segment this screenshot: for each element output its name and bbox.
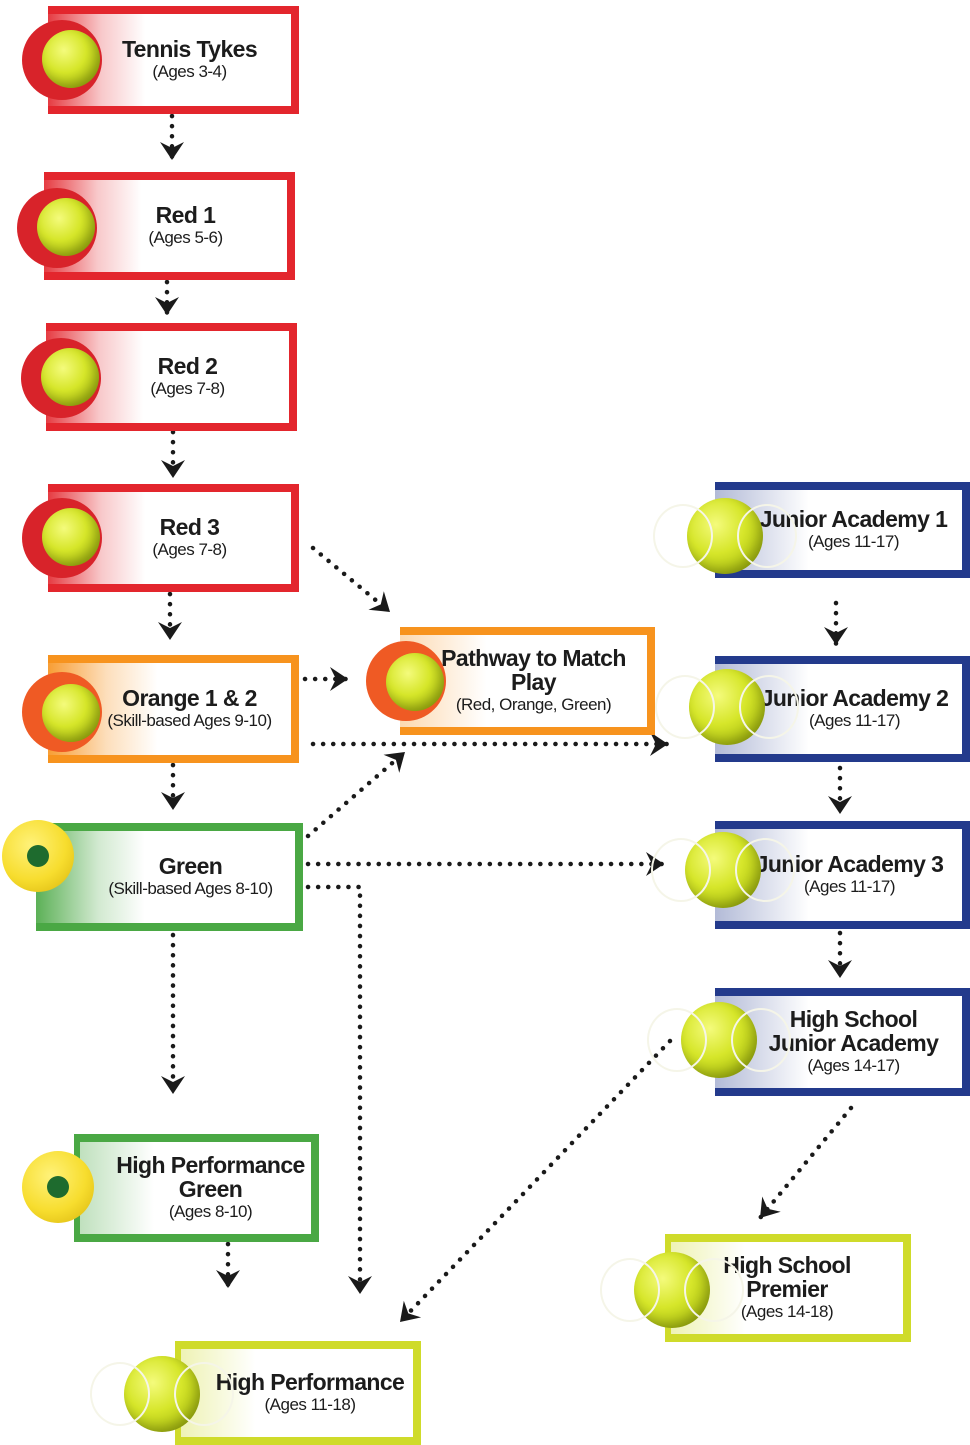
node-age-range: (Ages 14-17) (807, 1056, 900, 1075)
node-red-3: Red 3 (Ages 7-8) (48, 484, 299, 592)
arrowhead-icon (330, 667, 348, 691)
ball-seam (90, 1362, 150, 1426)
node-title: Orange 1 & 2 (122, 685, 257, 711)
arrowhead-icon (368, 591, 390, 612)
node-age-range: (Ages 11-17) (807, 532, 900, 551)
arrowhead-icon (216, 1270, 240, 1288)
arrowhead-icon (383, 752, 405, 773)
arrowhead-icon (158, 622, 182, 640)
tennis-ball-icon (90, 1356, 234, 1432)
tennis-ball-icon (647, 1002, 791, 1078)
node-age-range: (Ages 8-10) (168, 1202, 253, 1221)
ball-felt-core (386, 653, 444, 711)
node-high-school-junior-academy: High School Junior Academy (Ages 14-17) (715, 988, 970, 1096)
tennis-ball-icon (651, 832, 795, 908)
node-age-range: (Ages 3-4) (152, 62, 227, 81)
node-title: Red 1 (155, 202, 216, 228)
orange-felt-tennis-ball-icon (22, 672, 102, 752)
node-title: Green (158, 853, 223, 879)
ball-felt-core (37, 198, 95, 256)
ball-seam (735, 838, 795, 902)
ball-seam (653, 504, 713, 568)
arrowhead-icon (828, 796, 852, 814)
node-title-line-1: High Performance (116, 1152, 305, 1178)
node-age-range: (Ages 11-17) (808, 711, 901, 730)
ball-felt-core (41, 348, 99, 406)
arrowhead-icon (828, 960, 852, 978)
node-age-range: (Ages 7-8) (152, 540, 227, 559)
arrowhead-icon (161, 792, 185, 810)
node-red-2: Red 2 (Ages 7-8) (46, 323, 297, 431)
tennis-ball-icon (655, 669, 799, 745)
ball-seam (647, 1008, 707, 1072)
arrowhead-icon (348, 1276, 372, 1294)
node-high-performance-green: High Performance Green (Ages 8-10) (74, 1134, 319, 1242)
ball-seam (737, 504, 797, 568)
node-title-line-2: Play (511, 669, 557, 695)
green-dot-tennis-ball-icon (22, 1151, 94, 1223)
ball-felt-core (42, 30, 100, 88)
arrowhead-icon (824, 627, 848, 645)
ball-seam (651, 838, 711, 902)
connector-dotted-line (757, 1105, 854, 1221)
green-dot (27, 845, 49, 867)
ball-felt-core (42, 508, 100, 566)
node-title: Red 2 (157, 353, 218, 379)
red-felt-tennis-ball-icon (22, 498, 102, 578)
connector-dotted-line (305, 749, 408, 839)
arrowhead-icon (760, 1196, 781, 1218)
tennis-ball-icon (600, 1252, 744, 1328)
green-dot-tennis-ball-icon (2, 820, 74, 892)
arrowhead-icon (161, 460, 185, 478)
tennis-ball-icon (653, 498, 797, 574)
red-felt-tennis-ball-icon (17, 188, 97, 268)
ball-seam (174, 1362, 234, 1426)
node-title-line-1: Pathway to Match (441, 645, 626, 671)
arrowhead-icon (160, 142, 184, 160)
node-age-range: (Ages 11-18) (264, 1395, 356, 1414)
ball-seam (739, 675, 799, 739)
node-age-range: (Ages 7-8) (150, 379, 225, 398)
orange-felt-tennis-ball-icon (366, 641, 446, 721)
node-title-line-2: Premier (746, 1276, 828, 1302)
arrowhead-icon (155, 297, 179, 315)
arrowhead-icon (650, 732, 668, 756)
node-age-range: (Ages 5-6) (148, 228, 223, 247)
ball-felt-core (42, 684, 100, 742)
connector-dotted-line (397, 1038, 673, 1325)
connector-dotted-line (310, 545, 393, 615)
connector-dotted-line (305, 884, 363, 1297)
arrowhead-icon (161, 1076, 185, 1094)
node-title-line-2: Junior Academy (768, 1030, 939, 1056)
red-felt-tennis-ball-icon (21, 338, 101, 418)
node-title: High Performance (215, 1369, 405, 1395)
node-title-line-1: High School (723, 1252, 851, 1278)
ball-seam (600, 1258, 660, 1322)
node-age-range: (Skill-based Ages 8-10) (108, 879, 273, 898)
ball-seam (684, 1258, 744, 1322)
arrowhead-icon (400, 1300, 422, 1322)
red-felt-tennis-ball-icon (22, 20, 102, 100)
node-green: Green (Skill-based Ages 8-10) (36, 823, 303, 931)
node-age-range: (Ages 14-18) (740, 1302, 834, 1321)
node-title: Tennis Tykes (121, 36, 258, 62)
node-age-range: (Red, Orange, Green) (455, 695, 612, 714)
node-title-line-1: High School (789, 1006, 918, 1032)
node-title-line-2: Green (178, 1176, 243, 1202)
node-age-range: (Skill-based Ages 9-10) (107, 711, 272, 730)
green-dot (47, 1176, 69, 1198)
ball-seam (731, 1008, 791, 1072)
node-title: Red 3 (159, 514, 220, 540)
ball-seam (655, 675, 715, 739)
node-age-range: (Ages 11-17) (803, 877, 896, 896)
